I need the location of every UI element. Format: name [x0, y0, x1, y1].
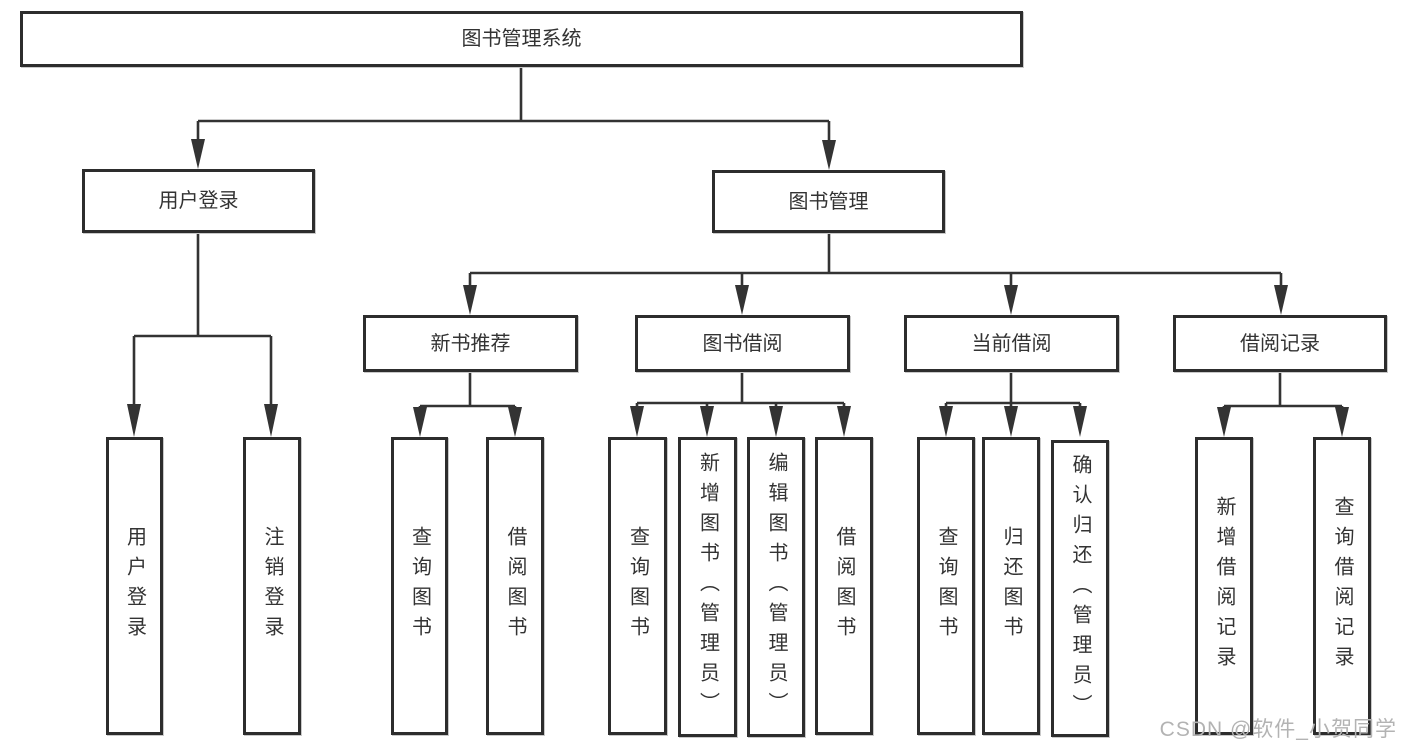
leaf-bb-query-book: 查询图书 — [608, 437, 667, 735]
node-root: 图书管理系统 — [20, 11, 1023, 67]
leaf-user-login: 用户登录 — [106, 437, 163, 735]
node-book-mgmt-label: 图书管理 — [788, 190, 869, 213]
node-current-borrow-label: 当前借阅 — [971, 332, 1052, 355]
connector-current-borrow-children — [939, 372, 1087, 437]
node-root-label: 图书管理系统 — [461, 28, 582, 50]
node-borrow-record-label: 借阅记录 — [1240, 332, 1320, 355]
node-new-book-rec: 新书推荐 — [363, 315, 578, 372]
connector-root-to-level2 — [191, 67, 836, 170]
leaf-rec-borrow-book-label: 借阅图书 — [504, 526, 526, 646]
leaf-bb-add-book: 新增图书（管理员） — [678, 437, 737, 737]
leaf-bb-borrow-book: 借阅图书 — [815, 437, 873, 735]
leaf-rec-query-book-label: 查询图书 — [408, 526, 431, 646]
leaf-cb-return-book: 归还图书 — [982, 437, 1040, 735]
node-book-borrow-label: 图书借阅 — [702, 332, 783, 355]
node-user-login-label: 用户登录 — [158, 190, 239, 212]
leaf-br-query-record-label: 查询借阅记录 — [1331, 496, 1353, 676]
leaf-logout: 注销登录 — [243, 437, 301, 735]
leaf-cb-confirm-return-label: 确认归还（管理员） — [1069, 453, 1091, 724]
leaf-bb-borrow-book-label: 借阅图书 — [833, 526, 855, 646]
node-book-borrow: 图书借阅 — [635, 315, 850, 372]
node-user-login: 用户登录 — [82, 169, 315, 233]
connector-user-login-children — [127, 233, 278, 437]
leaf-bb-edit-book-label: 编辑图书（管理员） — [765, 452, 787, 722]
connector-borrow-record-children — [1217, 372, 1349, 437]
leaf-rec-query-book: 查询图书 — [391, 437, 448, 735]
leaf-br-add-record: 新增借阅记录 — [1195, 437, 1253, 735]
connector-book-borrow-children — [630, 372, 851, 437]
node-current-borrow: 当前借阅 — [904, 315, 1119, 372]
leaf-user-login-label: 用户登录 — [123, 526, 146, 646]
node-borrow-record: 借阅记录 — [1173, 315, 1387, 372]
node-new-book-rec-label: 新书推荐 — [430, 332, 511, 355]
node-book-mgmt: 图书管理 — [712, 170, 945, 233]
leaf-cb-confirm-return: 确认归还（管理员） — [1051, 440, 1109, 737]
leaf-bb-query-book-label: 查询图书 — [626, 526, 649, 646]
leaf-logout-label: 注销登录 — [261, 526, 283, 646]
leaf-br-query-record: 查询借阅记录 — [1313, 437, 1371, 735]
connector-new-book-rec-children — [413, 372, 522, 437]
leaf-cb-return-book-label: 归还图书 — [1000, 526, 1022, 646]
leaf-cb-query-book-label: 查询图书 — [935, 526, 957, 646]
leaf-bb-add-book-label: 新增图书（管理员） — [696, 452, 719, 722]
csdn-watermark: CSDN @软件_小贺同学 — [1159, 718, 1397, 741]
leaf-br-add-record-label: 新增借阅记录 — [1213, 496, 1235, 676]
leaf-cb-query-book: 查询图书 — [917, 437, 975, 735]
leaf-bb-edit-book: 编辑图书（管理员） — [747, 437, 805, 737]
leaf-rec-borrow-book: 借阅图书 — [486, 437, 544, 735]
connector-book-mgmt-children — [463, 233, 1288, 315]
